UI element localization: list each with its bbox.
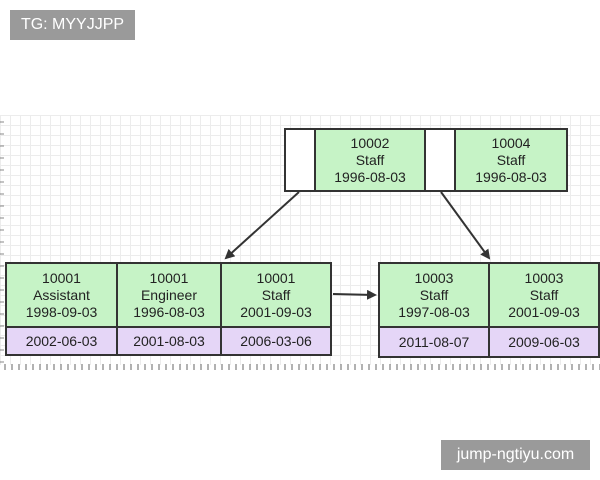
- root-key-2-date: 1996-08-03: [475, 168, 547, 185]
- root-key-2-id: 10004: [491, 134, 531, 151]
- left-leaf-key-1-date: 1998-09-03: [25, 303, 98, 320]
- watermark-bottom: jump-ngtiyu.com: [441, 440, 590, 470]
- ruler-marks-bottom: [4, 364, 600, 370]
- root-key-1-title: Staff: [355, 151, 385, 168]
- left-leaf-key-1-id: 10001: [42, 269, 81, 286]
- left-leaf-key-2-date: 1996-08-03: [133, 303, 205, 320]
- root-key-1-date: 1996-08-03: [334, 168, 406, 185]
- right-leaf-value-1-text: 2011-08-07: [398, 333, 470, 350]
- left-leaf-key-1-title: Assistant: [33, 286, 90, 303]
- right-leaf-value-2-text: 2009-06-03: [508, 333, 580, 350]
- root-pointer-slot-2: [424, 128, 456, 192]
- left-leaf-value-3: 2006-03-06: [220, 326, 332, 356]
- root-key-2-title: Staff: [496, 151, 526, 168]
- right-leaf-key-2-date: 2001-09-03: [508, 303, 580, 320]
- left-leaf-value-1: 2002-06-03: [5, 326, 118, 356]
- left-leaf-key-2-title: Engineer: [140, 286, 198, 303]
- left-leaf-key-3: 10001 Staff 2001-09-03: [220, 262, 332, 328]
- right-leaf-key-2-id: 10003: [524, 269, 564, 286]
- ruler-marks-left: [0, 118, 4, 363]
- left-leaf-key-3-date: 2001-09-03: [240, 303, 312, 320]
- right-leaf-key-1: 10003 Staff 1997-08-03: [378, 262, 490, 328]
- right-leaf-key-2-title: Staff: [529, 286, 559, 303]
- left-leaf-key-3-id: 10001: [256, 269, 296, 286]
- root-pointer-slot-1: [284, 128, 316, 192]
- root-key-1-id: 10002: [350, 134, 390, 151]
- watermark-top: TG: MYYJJPP: [10, 10, 135, 40]
- left-leaf-value-2: 2001-08-03: [116, 326, 222, 356]
- right-leaf-key-1-date: 1997-08-03: [398, 303, 470, 320]
- left-leaf-key-3-title: Staff: [261, 286, 291, 303]
- left-leaf-value-2-text: 2001-08-03: [133, 332, 205, 349]
- right-leaf-value-2: 2009-06-03: [488, 326, 600, 358]
- right-leaf-key-1-id: 10003: [414, 269, 454, 286]
- left-leaf-key-1: 10001 Assistant 1998-09-03: [5, 262, 118, 328]
- left-leaf-value-1-text: 2002-06-03: [25, 332, 98, 349]
- right-leaf-key-2: 10003 Staff 2001-09-03: [488, 262, 600, 328]
- left-leaf-value-3-text: 2006-03-06: [240, 332, 312, 349]
- root-key-2: 10004 Staff 1996-08-03: [454, 128, 568, 192]
- right-leaf-key-1-title: Staff: [419, 286, 449, 303]
- right-leaf-value-1: 2011-08-07: [378, 326, 490, 358]
- left-leaf-key-2: 10001 Engineer 1996-08-03: [116, 262, 222, 328]
- left-leaf-key-2-id: 10001: [149, 269, 189, 286]
- root-key-1: 10002 Staff 1996-08-03: [314, 128, 426, 192]
